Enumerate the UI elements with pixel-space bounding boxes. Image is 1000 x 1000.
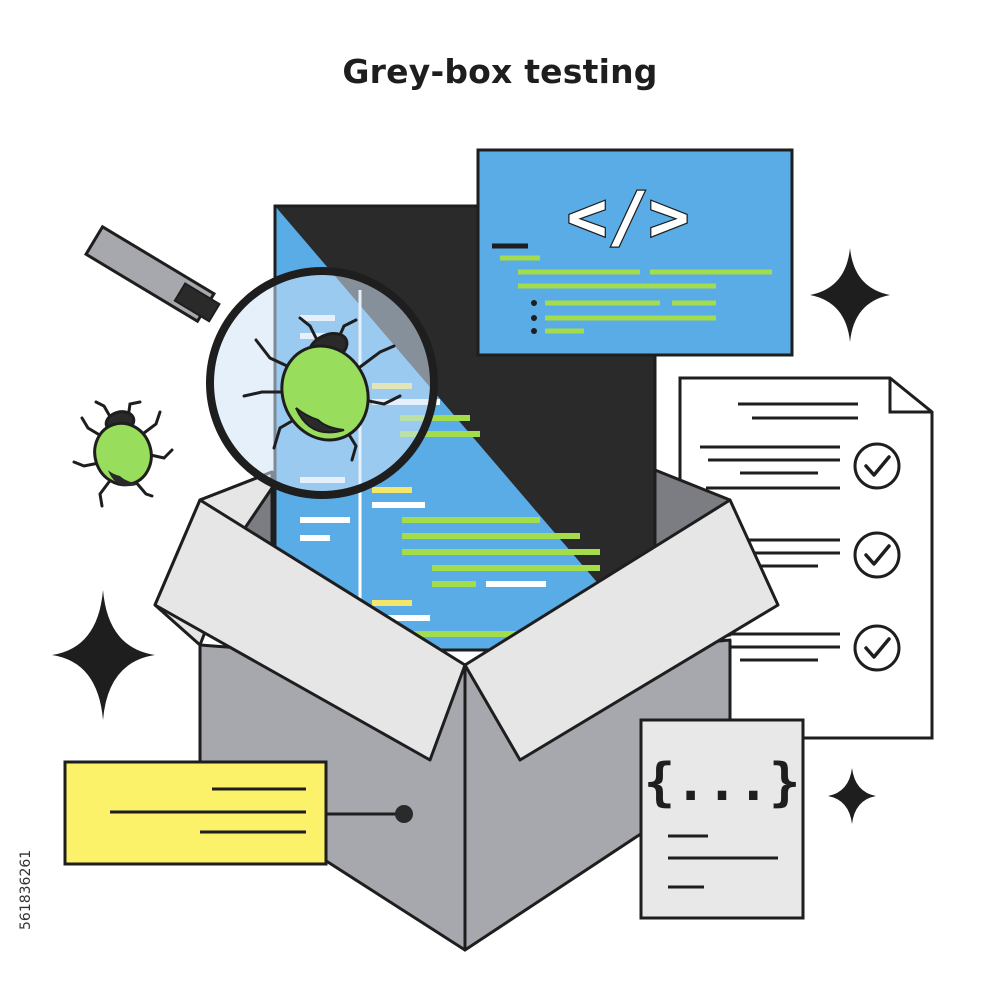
json-card: {...} — [639, 718, 805, 920]
code-icon: </> — [567, 178, 690, 257]
stock-id: 561836261 — [18, 849, 34, 930]
annotation-lines — [110, 787, 306, 834]
sparkle-icon — [828, 768, 876, 824]
annotation-label — [63, 760, 413, 866]
grey-box — [153, 468, 780, 952]
bug-icon — [72, 400, 174, 508]
checkmark-icon — [853, 531, 901, 579]
bug-icon — [280, 331, 370, 442]
page-title: Grey-box testing — [342, 52, 658, 91]
json-card-lines — [668, 834, 778, 889]
sparkle-icon — [52, 590, 155, 720]
checkmark-icon — [853, 624, 901, 672]
magnifier-icon — [83, 224, 438, 499]
sparkle-icon — [810, 248, 890, 342]
curly-braces-icon: {...} — [644, 753, 801, 813]
code-window-lines — [492, 243, 772, 334]
checkmark-icon — [853, 442, 901, 490]
box-flap-front-right — [463, 498, 780, 762]
code-window: </> — [476, 148, 794, 357]
